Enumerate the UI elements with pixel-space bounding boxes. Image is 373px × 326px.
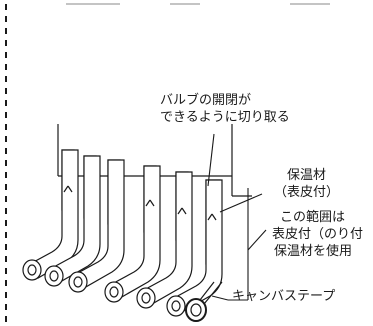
- canvas-tape-roll-icon: [185, 281, 223, 322]
- valve-cut-label-line1: バルブの開閉が: [160, 93, 252, 108]
- pipe-1: [22, 149, 79, 281]
- pipe-6: [166, 179, 223, 317]
- range-bracket: [228, 188, 267, 301]
- range-label-line3: 保温材を使用: [274, 244, 353, 259]
- insulation-label-line1: 保温材: [287, 168, 327, 183]
- pipe-5: [136, 171, 193, 309]
- pipe-3: [68, 159, 125, 293]
- range-label-line2: 表皮付（のり付: [272, 227, 364, 242]
- canvas-tape-label: キャンバステープ: [232, 289, 336, 304]
- valve-cut-label-line2: できるように切り取る: [160, 110, 290, 125]
- insulation-label-line2: （表皮付）: [274, 185, 340, 200]
- pipes-group: [22, 149, 223, 322]
- leader-lines: [207, 133, 263, 301]
- pipe-2: [44, 155, 101, 287]
- pipe-4: [104, 165, 161, 303]
- range-label-line1: この範囲は: [280, 210, 346, 225]
